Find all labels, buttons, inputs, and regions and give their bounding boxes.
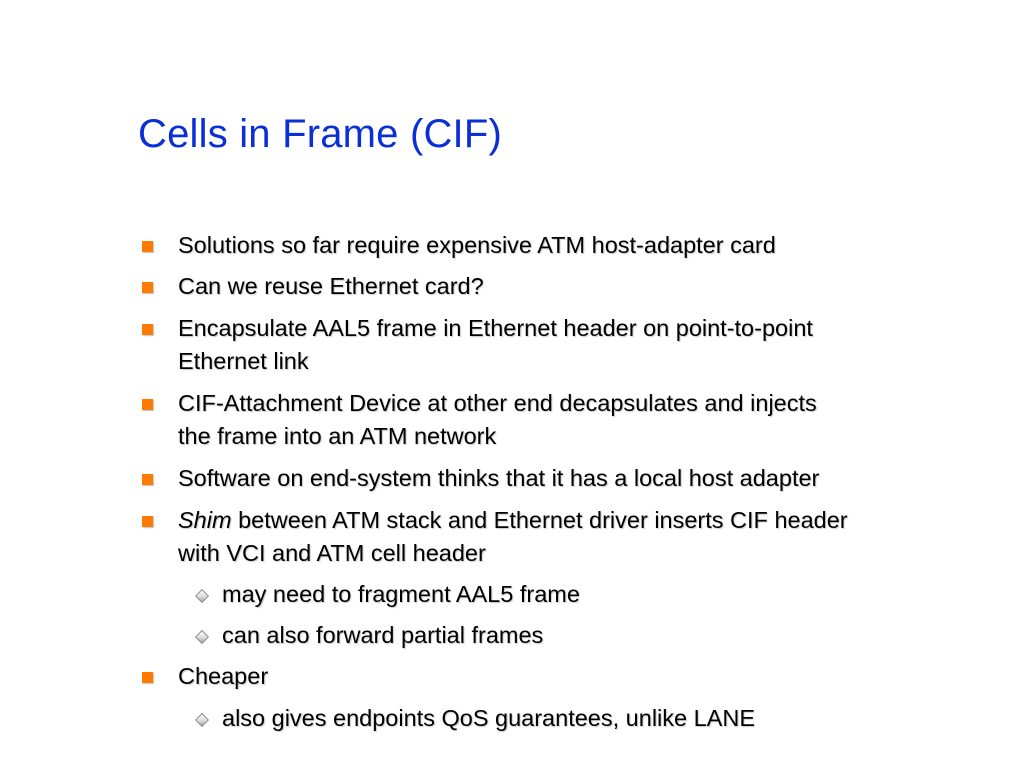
sub-bullet-text: can also forward partial frames: [222, 622, 544, 648]
bullet-text: CIF-Attachment Device at other end decap…: [178, 390, 817, 416]
bullet-item: Software on end-system thinks that it ha…: [142, 462, 820, 495]
square-bullet-icon: [142, 474, 153, 485]
bullet-item: Shim between ATM stack and Ethernet driv…: [142, 504, 848, 570]
square-bullet-icon: [142, 282, 153, 293]
square-bullet-icon: [142, 324, 153, 335]
square-bullet-icon: [142, 241, 153, 252]
bullet-text: between ATM stack and Ethernet driver in…: [231, 507, 848, 533]
diamond-bullet-icon: [194, 712, 210, 728]
diamond-bullet-icon: [194, 629, 210, 645]
bullet-item: CIF-Attachment Device at other end decap…: [142, 387, 817, 453]
bullet-emphasis: Shim: [178, 507, 232, 533]
bullet-item: Encapsulate AAL5 frame in Ethernet heade…: [142, 312, 813, 378]
bullet-text: Cheaper: [178, 663, 269, 689]
sub-bullet-item: may need to fragment AAL5 frame: [194, 578, 580, 611]
sub-bullet-text: also gives endpoints QoS guarantees, unl…: [222, 705, 755, 731]
bullet-item: Can we reuse Ethernet card?: [142, 270, 484, 303]
sub-bullet-item: can also forward partial frames: [194, 619, 544, 652]
square-bullet-icon: [142, 399, 153, 410]
slide-title: Cells in Frame (CIF): [138, 112, 503, 156]
sub-bullet-item: also gives endpoints QoS guarantees, unl…: [194, 702, 755, 735]
square-bullet-icon: [142, 516, 153, 527]
square-bullet-icon: [142, 672, 153, 683]
sub-bullet-text: may need to fragment AAL5 frame: [222, 581, 580, 607]
bullet-text-continuation: with VCI and ATM cell header: [178, 540, 486, 566]
bullet-item: Solutions so far require expensive ATM h…: [142, 229, 776, 262]
diamond-bullet-icon: [194, 588, 210, 604]
bullet-text-continuation: the frame into an ATM network: [178, 423, 497, 449]
bullet-text-continuation: Ethernet link: [178, 348, 309, 374]
bullet-text: Encapsulate AAL5 frame in Ethernet heade…: [178, 315, 813, 341]
bullet-text: Can we reuse Ethernet card?: [178, 273, 484, 299]
bullet-text: Software on end-system thinks that it ha…: [178, 465, 820, 491]
bullet-text: Solutions so far require expensive ATM h…: [178, 232, 776, 258]
bullet-item: Cheaper: [142, 660, 269, 693]
